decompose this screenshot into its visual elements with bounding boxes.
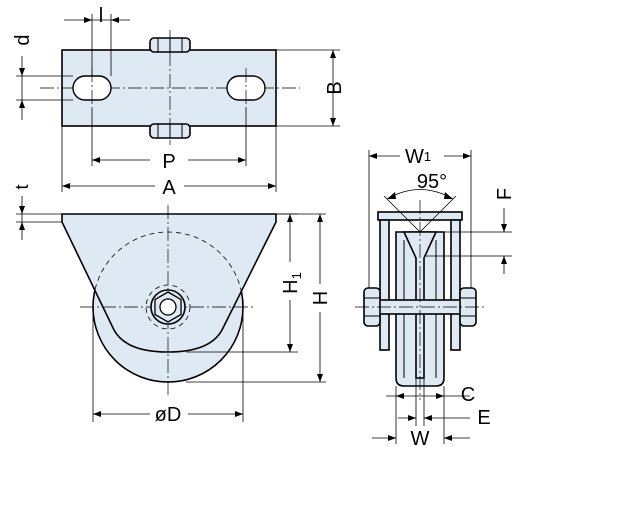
- dim-W: W: [372, 402, 470, 450]
- label-H1: H1: [280, 272, 304, 294]
- axle-nut: [145, 284, 191, 330]
- dim-P: P: [91, 108, 247, 173]
- dim-C: C: [386, 384, 475, 406]
- label-P: P: [162, 151, 175, 173]
- dim-F: F: [424, 188, 516, 274]
- side-leg-right: [450, 219, 461, 351]
- top-view: l d B P: [12, 5, 346, 199]
- dim-H: H: [186, 213, 332, 383]
- label-W1: W1: [405, 146, 431, 168]
- label-D: øD: [155, 404, 182, 426]
- dim-A: A: [61, 126, 277, 199]
- label-angle: 95°: [417, 171, 447, 193]
- dim-d: d: [12, 34, 73, 120]
- label-E: E: [477, 407, 490, 429]
- label-A: A: [162, 177, 176, 199]
- dim-D: øD: [92, 307, 244, 426]
- dim-E: E: [398, 378, 491, 429]
- dim-angle: 95°: [383, 171, 457, 233]
- label-l: l: [99, 5, 103, 27]
- label-H: H: [310, 291, 332, 305]
- label-d: d: [12, 34, 34, 45]
- bracket: [61, 213, 277, 353]
- top-nut-lower: [149, 123, 191, 139]
- label-C: C: [461, 384, 475, 406]
- side-view: 95° W1 F C: [355, 146, 516, 450]
- dim-l: l: [64, 5, 130, 76]
- label-B: B: [324, 81, 346, 94]
- dim-t: t: [12, 184, 62, 240]
- dim-W1: W1: [368, 146, 472, 288]
- label-t: t: [12, 184, 32, 189]
- dim-B: B: [276, 49, 346, 127]
- side-leg-left: [379, 219, 390, 351]
- top-nut-upper: [149, 37, 191, 53]
- label-F: F: [494, 188, 516, 200]
- dim-H1: H1: [186, 213, 304, 353]
- front-view: t H1 H ø: [12, 184, 332, 426]
- label-W: W: [411, 428, 430, 450]
